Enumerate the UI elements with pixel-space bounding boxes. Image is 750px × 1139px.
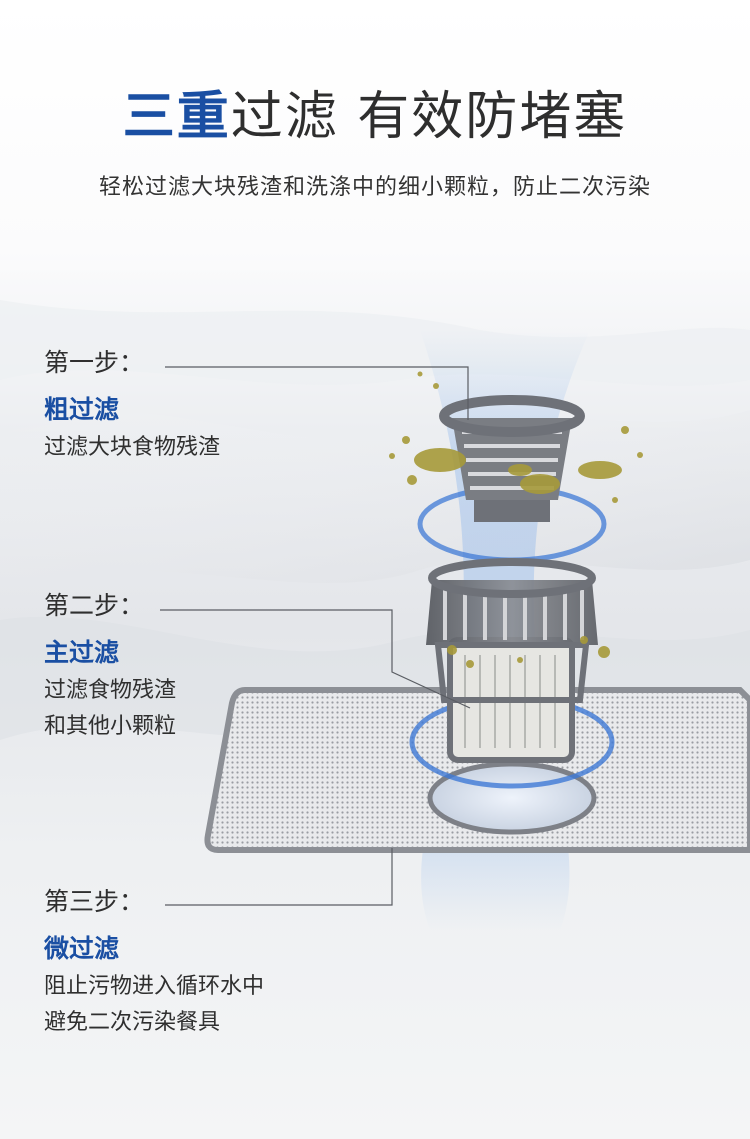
step-one: 第一步： 粗过滤 过滤大块食物残渣: [44, 346, 220, 466]
title-highlight: 三重: [122, 87, 231, 147]
step-name: 主过滤: [44, 638, 120, 667]
step-desc: 和其他小颗粒: [44, 714, 177, 739]
step-name: 微过滤: [44, 934, 120, 963]
step-label: 第三步：: [44, 887, 145, 916]
step-label: 第一步：: [44, 348, 145, 377]
step-desc: 阻止污物进入循环水中: [44, 974, 265, 999]
step-label: 第二步：: [44, 591, 145, 620]
step-desc: 避免二次污染餐具: [44, 1010, 221, 1035]
title-rest: 过滤 有效防堵塞: [230, 87, 628, 147]
page-title: 三重过滤 有效防堵塞: [0, 82, 750, 152]
step-two: 第二步： 主过滤 过滤食物残渣 和其他小颗粒: [44, 589, 176, 745]
page-subtitle: 轻松过滤大块残渣和洗涤中的细小颗粒，防止二次污染: [98, 175, 651, 200]
step-three: 第三步： 微过滤 阻止污物进入循环水中 避免二次污染餐具: [44, 885, 264, 1041]
step-desc: 过滤食物残渣: [44, 678, 177, 703]
step-desc: 过滤大块食物残渣: [44, 435, 221, 460]
step-name: 粗过滤: [44, 395, 120, 424]
